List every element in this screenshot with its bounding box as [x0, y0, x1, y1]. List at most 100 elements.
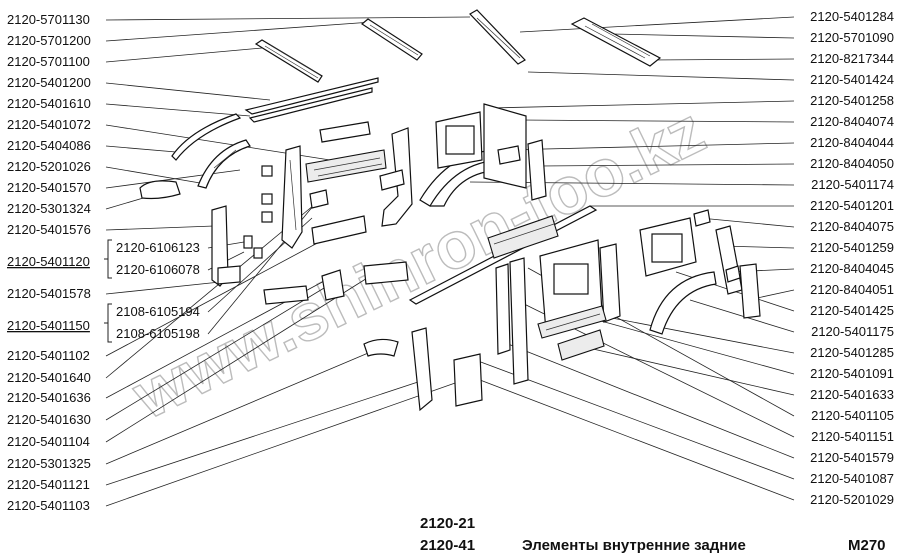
- left-label-15: 2120-5401102: [7, 348, 90, 363]
- left-label-14: 2120-5401150: [7, 318, 90, 333]
- window-frame-left: [197, 139, 251, 189]
- left-leader-7: [105, 145, 177, 153]
- right-label-9: 2120-5401174: [811, 177, 894, 192]
- left-leader-18: [105, 281, 335, 421]
- left-leader-2: [105, 21, 373, 42]
- left-label-3: 2120-5701100: [7, 54, 90, 69]
- right-leader-7: [503, 142, 795, 151]
- right-labels: 2120-5401284 2120-5701090 2120-8217344 2120…: [810, 9, 894, 507]
- left-label-2: 2120-5701200: [7, 33, 91, 48]
- sub-labels: 2120-6106123 2120-6106078 2108-6105194 2108…: [104, 239, 200, 343]
- model-number-2: 2120-41: [420, 537, 475, 554]
- right-label-17: 2120-5401285: [810, 345, 894, 360]
- left-label-6: 2120-5401072: [7, 117, 91, 132]
- left-leader-5: [105, 103, 251, 117]
- right-leader-1: [519, 16, 795, 33]
- left-leader-3: [105, 47, 263, 63]
- right-label-21: 2120-5401151: [811, 429, 894, 444]
- right-leader-24: [479, 379, 795, 501]
- right-leader-8: [539, 163, 795, 167]
- right-label-12: 2120-5401259: [810, 240, 894, 255]
- right-label-13: 2120-8404045: [810, 261, 894, 276]
- right-label-10: 2120-5401201: [810, 198, 894, 213]
- right-label-3: 2120-8217344: [810, 51, 894, 66]
- left-label-10: 2120-5301324: [7, 201, 91, 216]
- right-leader-19: [579, 345, 795, 396]
- right-label-15: 2120-5401425: [810, 303, 894, 318]
- right-label-20: 2120-5401105: [811, 408, 894, 423]
- right-leader-22: [497, 339, 795, 459]
- left-label-19: 2120-5401104: [7, 434, 90, 449]
- right-label-7: 2120-8404044: [810, 135, 894, 150]
- left-labels: 2120-5701130 2120-5701200 2120-5701100 2120…: [7, 12, 91, 513]
- left-label-1: 2120-5701130: [7, 12, 90, 27]
- sub-label-4: 2108-6105198: [116, 326, 200, 341]
- left-leader-8: [105, 166, 207, 185]
- right-leader-6: [519, 119, 795, 123]
- left-label-11: 2120-5401576: [7, 222, 91, 237]
- left-label-18: 2120-5401630: [7, 412, 91, 427]
- right-label-2: 2120-5701090: [810, 30, 894, 45]
- right-leader-3: [649, 58, 795, 61]
- drip-rail: [244, 77, 379, 115]
- left-leader-4: [105, 82, 271, 101]
- left-label-12: 2120-5401120: [7, 254, 90, 269]
- left-leader-11: [105, 225, 215, 231]
- right-leader-11: [699, 217, 795, 228]
- right-label-18: 2120-5401091: [810, 366, 894, 381]
- right-label-6: 2120-8404074: [810, 114, 894, 129]
- sub-label-2: 2120-6106078: [116, 262, 200, 277]
- right-label-24: 2120-5201029: [810, 492, 894, 507]
- right-label-22: 2120-5401579: [810, 450, 894, 465]
- left-leader-1: [105, 16, 471, 21]
- drip-rail-2: [248, 87, 373, 123]
- right-leader-17: [611, 317, 795, 354]
- right-label-1: 2120-5401284: [810, 9, 894, 24]
- right-label-23: 2120-5401087: [810, 471, 894, 486]
- model-number-1: 2120-21: [420, 515, 475, 532]
- left-leader-22: [105, 381, 459, 507]
- right-leader-18: [589, 317, 795, 375]
- wheel-arch-right: [649, 271, 717, 335]
- footer: 2120-21 2120-41 Элементы внутренние задн…: [420, 515, 886, 554]
- diagram-code: M270: [848, 537, 886, 554]
- cross-member: [305, 149, 387, 183]
- right-label-14: 2120-8404051: [810, 282, 894, 297]
- left-label-20: 2120-5301325: [7, 456, 91, 471]
- left-label-4: 2120-5401200: [7, 75, 91, 90]
- cover-part: [139, 180, 181, 200]
- right-leader-5: [489, 100, 795, 109]
- left-label-8: 2120-5201026: [7, 159, 91, 174]
- group-bracket-1: [107, 239, 112, 279]
- roof-rail-2: [360, 18, 423, 61]
- right-leader-4: [527, 71, 795, 81]
- left-leader-20: [105, 347, 381, 465]
- left-label-7: 2120-5404086: [7, 138, 91, 153]
- left-label-17: 2120-5401636: [7, 390, 91, 405]
- right-label-19: 2120-5401633: [810, 387, 894, 402]
- left-leader-9: [105, 169, 241, 189]
- left-label-9: 2120-5401570: [7, 180, 91, 195]
- right-leader-16: [689, 299, 795, 333]
- left-leader-13: [105, 281, 221, 295]
- left-label-13: 2120-5401578: [7, 286, 91, 301]
- left-leader-15: [105, 231, 339, 357]
- diagram-title: Элементы внутренние задние: [522, 537, 746, 554]
- right-label-8: 2120-8404050: [810, 156, 894, 171]
- left-leader-21: [105, 379, 425, 486]
- left-label-5: 2120-5401610: [7, 96, 91, 111]
- parts-artwork: [139, 9, 761, 412]
- sub-label-3: 2108-6105194: [116, 304, 200, 319]
- left-label-21: 2120-5401121: [7, 477, 90, 492]
- group-bracket-2: [107, 303, 112, 343]
- right-label-11: 2120-8404075: [810, 219, 894, 234]
- left-label-16: 2120-5401640: [7, 370, 91, 385]
- pillar-center: [281, 145, 303, 249]
- right-leader-2: [611, 33, 795, 39]
- right-leader-13: [729, 268, 795, 273]
- right-label-4: 2120-5401424: [810, 72, 894, 87]
- right-label-5: 2120-5401258: [810, 93, 894, 108]
- sub-label-1: 2120-6106123: [116, 240, 200, 255]
- right-label-16: 2120-5401175: [811, 324, 894, 339]
